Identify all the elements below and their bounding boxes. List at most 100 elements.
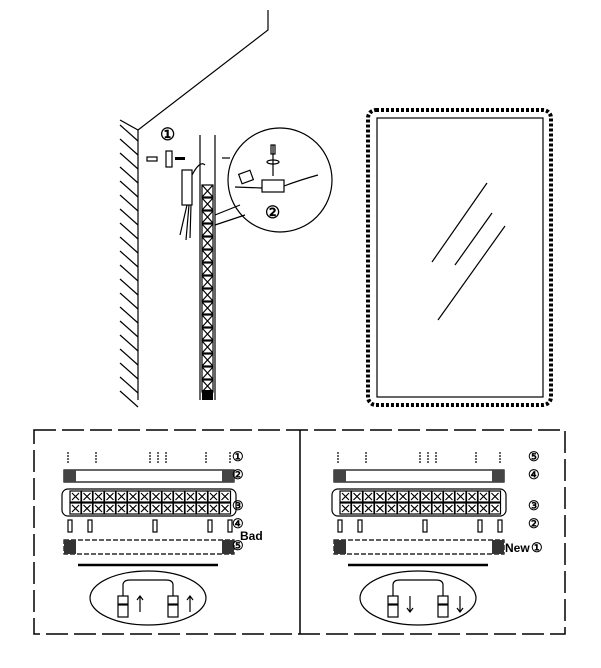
- diagram-stroke: [119, 306, 139, 324]
- diagram-stroke: [422, 504, 430, 513]
- diagram-stroke: [201, 262, 214, 276]
- diagram-stroke: [186, 492, 195, 501]
- diagram-stroke: [201, 288, 214, 302]
- diagram-stroke: [387, 492, 396, 501]
- diagram-stroke: [422, 519, 428, 533]
- diagram-stroke: [119, 152, 139, 170]
- diagram-stroke: [146, 156, 158, 162]
- diagram-stroke: [140, 492, 149, 501]
- diagram-stroke: [227, 127, 333, 233]
- diagram-stroke: [492, 540, 504, 554]
- diagram-stroke: [497, 519, 503, 533]
- diagram-stroke: [353, 492, 361, 501]
- diagram-stroke: [119, 208, 139, 226]
- diagram-stroke: [201, 340, 214, 354]
- diagram-stroke: [119, 264, 139, 282]
- diagram-stroke: [331, 488, 507, 517]
- diagram-stroke: [201, 262, 214, 276]
- diagram-stroke: [106, 492, 114, 501]
- diagram-stroke: [491, 504, 499, 513]
- new-callout: New: [505, 541, 530, 555]
- diagram-stroke: [129, 504, 137, 513]
- diagram-stroke: [237, 169, 255, 185]
- diagram-stroke: [201, 288, 214, 302]
- diagram-stroke: [445, 492, 453, 501]
- diagram-stroke: [222, 470, 234, 482]
- diagram-stroke: [175, 504, 183, 513]
- diagram-stroke: [387, 604, 399, 618]
- diagram-stroke: [221, 504, 229, 513]
- diagram-stroke: [456, 596, 464, 613]
- diagram-stroke: [201, 366, 214, 380]
- right-step-3: ③: [528, 498, 540, 513]
- diagram-stroke: [201, 210, 214, 224]
- diagram-stroke: [94, 504, 103, 513]
- diagram-stroke: [387, 595, 399, 605]
- diagram-stroke: [167, 604, 179, 618]
- diagram-stroke: [433, 492, 442, 501]
- diagram-stroke: [376, 117, 544, 398]
- step-1-label: ①: [160, 125, 175, 144]
- diagram-stroke: [87, 519, 93, 533]
- right-step-5: ⑤: [528, 449, 540, 464]
- screw-anchor-icon: [146, 150, 185, 168]
- diagram-stroke: [422, 492, 430, 501]
- diagram-stroke: [137, 10, 269, 131]
- diagram-stroke: [334, 470, 346, 482]
- diagram-stroke: [456, 504, 465, 513]
- diagram-stroke: [119, 138, 139, 156]
- diagram-stroke: [479, 504, 488, 513]
- diagram-stroke: [119, 376, 139, 394]
- left-step-5: ⑤: [232, 538, 244, 553]
- diagram-stroke: [399, 492, 407, 501]
- diagram-stroke: [119, 236, 139, 254]
- driver-box: [181, 169, 193, 206]
- diagram-stroke: [431, 182, 488, 263]
- diagram-stroke: [218, 502, 232, 515]
- diagram-stroke: [406, 596, 414, 613]
- diagram-stroke: [201, 236, 214, 250]
- diagram-stroke: [337, 519, 343, 533]
- diagram-stroke: [333, 469, 505, 483]
- diagram-stroke: [433, 504, 442, 513]
- diagram-stroke: [376, 492, 384, 501]
- diagram-stroke: [119, 320, 139, 338]
- diagram-stroke: [67, 519, 73, 533]
- diagram-stroke: [117, 604, 129, 618]
- diagram-stroke: [201, 301, 214, 315]
- diagram-stroke: [201, 353, 214, 367]
- right-step-4: ④: [528, 467, 540, 482]
- diagram-stroke: [119, 334, 139, 352]
- diagram-stroke: [209, 492, 218, 501]
- right-step-2: ②: [528, 516, 540, 531]
- diagram-stroke: [71, 492, 80, 501]
- diagram-stroke: [186, 504, 195, 513]
- diagram-stroke: [201, 340, 214, 354]
- diagram-stroke: [119, 166, 139, 184]
- diagram-stroke: [488, 502, 502, 515]
- diagram-stroke: [63, 539, 235, 555]
- diagram-stroke: [83, 504, 91, 513]
- diagram-stroke: [163, 492, 172, 501]
- diagram-stroke: [136, 595, 144, 612]
- left-panel-steps: ① ② ③ ④ ⑤ Bad: [232, 449, 263, 553]
- diagram-stroke: [364, 492, 373, 501]
- diagram-stroke: [179, 204, 192, 241]
- diagram-stroke: [201, 197, 214, 211]
- diagram-stroke: [492, 470, 504, 482]
- diagram-stroke: [119, 250, 139, 268]
- diagram-stroke: [214, 214, 246, 226]
- diagram-stroke: [410, 492, 419, 501]
- diagram-stroke: [445, 504, 453, 513]
- diagram-stroke: [119, 124, 139, 142]
- diagram-stroke: [201, 249, 214, 263]
- left-panel-bad-strip: [61, 452, 237, 626]
- diagram-stroke: [222, 540, 234, 554]
- diagram-stroke: [152, 504, 160, 513]
- diagram-stroke: [129, 492, 137, 501]
- diagram-stroke: [94, 492, 103, 501]
- left-step-2: ②: [232, 467, 244, 482]
- diagram-stroke: [201, 197, 214, 211]
- diagram-stroke: [209, 504, 218, 513]
- diagram-stroke: [163, 504, 172, 513]
